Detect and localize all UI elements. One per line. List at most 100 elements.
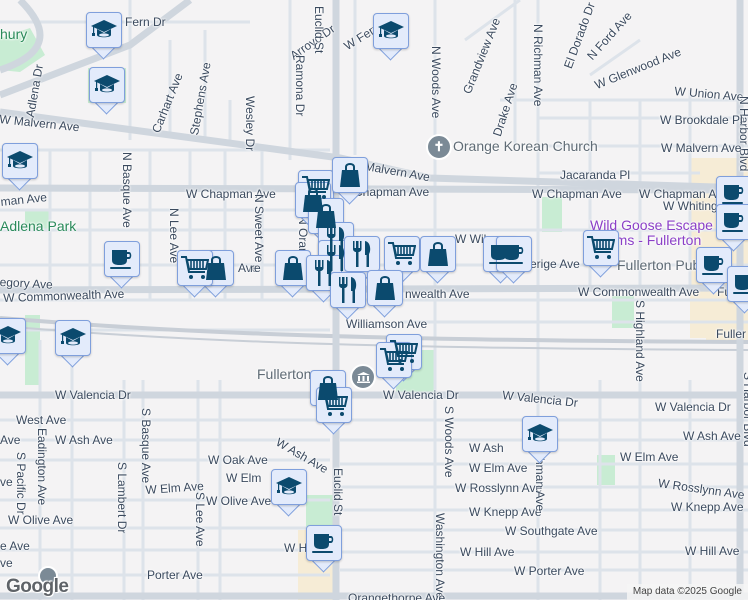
shopping-marker[interactable] xyxy=(420,236,456,284)
shopping-cart-icon xyxy=(181,256,209,279)
street-label-w-olive-ave-c: W Olive Ave xyxy=(206,494,272,508)
school-marker[interactable] xyxy=(89,67,125,115)
street-label-s-basque-ave: S Basque Ave xyxy=(139,408,153,484)
street-label-n-basque-ave: N Basque Ave xyxy=(120,152,134,228)
street-label-w-elm-ave-w2: W Elm xyxy=(226,471,262,485)
street-label-w-brookdale-pl: W Brookdale Pl xyxy=(660,113,743,127)
street-label-n-woods-ave: N Woods Ave xyxy=(429,46,443,119)
marker-box xyxy=(420,236,456,272)
school-marker[interactable] xyxy=(55,320,91,368)
graduation-cap-icon xyxy=(276,477,302,495)
street-label-w-knepp-ave-e: W Knepp Ave xyxy=(671,500,744,514)
street-label-n-sweet-ave: N Sweet Ave xyxy=(252,194,266,263)
marker-box xyxy=(330,272,366,308)
street-label-w-chapman-ave-e2: W Chapman Ave xyxy=(639,187,729,201)
street-label-s-pacific-dr: S Pacific Dr xyxy=(14,452,28,515)
street-label-n-richman-ave: N Richman Ave xyxy=(531,24,545,107)
marker-box xyxy=(306,525,342,561)
street-label-w-valencia-dr-e: W Valencia Dr xyxy=(655,400,731,414)
street-label-porter-ave: Porter Ave xyxy=(147,568,203,582)
grocery-marker[interactable] xyxy=(376,342,412,390)
grocery-marker[interactable] xyxy=(316,387,352,435)
restaurant-marker[interactable] xyxy=(330,272,366,320)
street-label-w-southgate-ave: W Southgate Ave xyxy=(505,524,598,538)
marker-box xyxy=(86,12,122,48)
street-label-ramona-dr: Ramona Dr xyxy=(293,55,307,117)
street-label-w-oak-ave: W Oak Ave xyxy=(208,453,268,467)
fullerton-museum-label[interactable]: Fullerton xyxy=(257,366,312,382)
restaurant-marker[interactable] xyxy=(344,236,380,284)
school-poi-icon[interactable] xyxy=(38,566,58,586)
street-label-w-whiting: W Whiting xyxy=(663,199,718,213)
marker-box xyxy=(275,250,311,286)
street-label-ve-w4: ve xyxy=(0,556,13,570)
school-marker[interactable] xyxy=(86,12,122,60)
street-label-w-chapman-ave-e1: W Chapman Ave xyxy=(532,187,622,201)
grocery-marker[interactable] xyxy=(177,250,213,298)
marker-box xyxy=(2,143,38,179)
street-label-w-commonwealth-ave-e: W Commonwealth Ave xyxy=(578,285,700,299)
shopping-marker[interactable] xyxy=(367,270,403,318)
google-logo: Google xyxy=(6,576,69,597)
shopping-marker[interactable] xyxy=(275,250,311,298)
street-label-w-rosslynn-ave-c: W Rosslynn Ave xyxy=(455,481,543,495)
street-label-w-knepp-ave-c: W Knepp Ave xyxy=(469,505,542,519)
street-label-fern-dr-nw: Fern Dr xyxy=(125,15,166,29)
church-label[interactable]: Orange Korean Church xyxy=(453,138,598,154)
school-marker[interactable] xyxy=(271,469,307,517)
school-marker[interactable] xyxy=(522,416,558,464)
street-label-w-hill-ave-c: W Hill Ave xyxy=(460,545,515,559)
park-label-adlena[interactable]: Adlena Park xyxy=(0,218,77,234)
shopping-cart-icon xyxy=(320,393,348,416)
street-label-washington-ave: Washington Ave xyxy=(433,513,447,600)
fork-knife-icon xyxy=(327,227,345,253)
coffee-marker[interactable] xyxy=(696,247,732,295)
shopping-bag-icon xyxy=(316,204,336,228)
map-attribution[interactable]: Map data ©2025 Google xyxy=(626,584,748,600)
street-label-w-elm-ave-e: W Elm Ave xyxy=(620,450,679,464)
graduation-cap-icon xyxy=(91,20,117,38)
coffee-cup-icon xyxy=(502,245,524,264)
fullerton-public-label[interactable]: Fullerton Pub xyxy=(617,257,701,273)
graduation-cap-icon xyxy=(378,21,404,39)
coffee-marker[interactable] xyxy=(727,266,748,314)
street-label-commonwealth-ave-c: nwealth Ave xyxy=(405,287,470,301)
fork-knife-icon xyxy=(315,260,333,286)
shopping-bag-icon xyxy=(375,276,395,300)
street-label-jacaranda-pl: Jacaranda Pl xyxy=(560,168,631,182)
shopping-bag-icon xyxy=(340,163,360,187)
school-marker[interactable] xyxy=(2,143,38,191)
coffee-marker[interactable] xyxy=(104,241,140,289)
street-label-fullerton-east: Fuller xyxy=(716,327,747,341)
shopping-bag-icon xyxy=(303,188,323,212)
street-label-w-olive-ave-w: W Olive Ave xyxy=(8,513,74,527)
cross-icon[interactable]: ✝ xyxy=(426,134,452,160)
graduation-cap-icon xyxy=(60,328,86,346)
marker-box xyxy=(0,318,26,354)
school-marker[interactable] xyxy=(0,318,26,366)
grocery-marker[interactable] xyxy=(583,230,619,278)
marker-box xyxy=(727,266,748,302)
coffee-marker[interactable] xyxy=(716,204,748,252)
marker-box xyxy=(496,236,532,272)
street-label-richman-ave-s: hman Ave xyxy=(533,458,547,512)
wild-goose-label-line1[interactable]: Wild Goose Escape xyxy=(590,217,713,233)
coffee-marker[interactable] xyxy=(496,236,532,284)
coffee-cup-icon xyxy=(722,185,744,204)
marker-box xyxy=(384,236,420,272)
street-label-ave-near-lee: Ave xyxy=(238,261,259,275)
marker-box xyxy=(316,387,352,423)
school-marker[interactable] xyxy=(373,13,409,61)
marker-box xyxy=(696,247,732,283)
street-label-w-elm-ave-c: W Elm Ave xyxy=(469,461,528,475)
coffee-marker[interactable] xyxy=(306,525,342,573)
shopping-marker[interactable] xyxy=(332,157,368,205)
fork-knife-icon xyxy=(353,241,371,267)
street-label-s-lambert-dr: S Lambert Dr xyxy=(115,462,129,534)
street-label-s-harbor-blvd: S Harbor Blvd xyxy=(741,372,748,447)
marker-box xyxy=(177,250,213,286)
museum-icon[interactable] xyxy=(350,364,376,390)
graduation-cap-icon xyxy=(527,424,553,442)
